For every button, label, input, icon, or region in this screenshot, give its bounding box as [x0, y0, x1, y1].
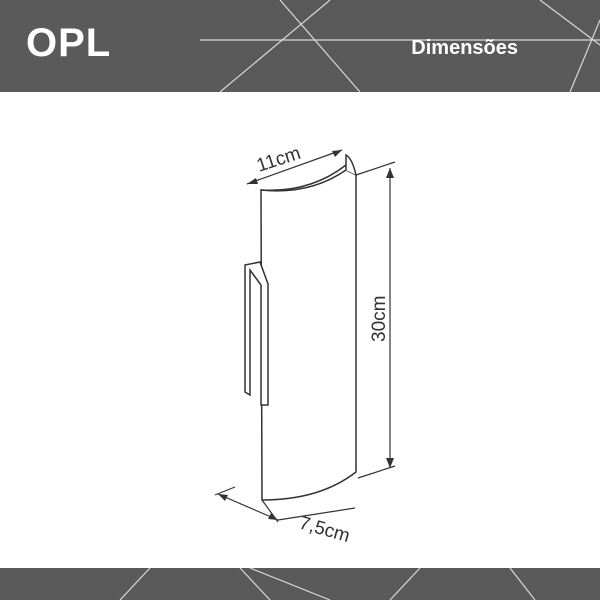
dimension-drawing: 11cm 30cm 7,5cm: [214, 143, 396, 547]
footer-decorative-lines: [119, 568, 536, 600]
footer-band: [0, 568, 600, 600]
width-label: 11cm: [254, 143, 303, 177]
brand-logo: OPL: [26, 21, 112, 65]
header-band: OPL Dimensões: [0, 0, 600, 92]
page-title: Dimensões: [411, 37, 518, 59]
depth-dimension-line: [214, 486, 356, 523]
header-decorative-lines: [200, 0, 600, 92]
height-dimension-line: [355, 161, 396, 479]
sconce-body: [260, 169, 357, 501]
height-label: 30cm: [369, 296, 390, 342]
mounting-bracket: [244, 261, 269, 406]
depth-label: 7,5cm: [297, 513, 353, 547]
width-dimension-line: [246, 149, 343, 185]
